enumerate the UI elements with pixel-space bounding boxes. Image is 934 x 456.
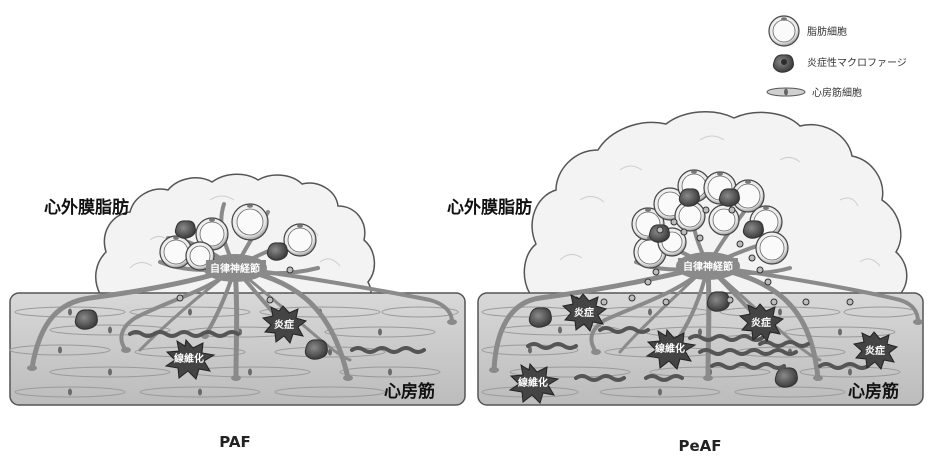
peaf-inflammation-burst-center: 炎症 <box>738 303 785 342</box>
peaf-inflammation-burst-left: 炎症 <box>561 293 608 332</box>
peaf-muscle-label: 心房筋 <box>848 381 899 402</box>
peaf-fat-label: 心外膜脂肪 <box>447 197 532 218</box>
legend-macrophage-label: 炎症性マクロファージ <box>807 56 907 69</box>
peaf-ganglion-label: 自律神経節 <box>683 260 733 273</box>
paf-inflammation-burst: 炎症 <box>261 305 308 344</box>
peaf-fibrosis-label-2: 線維化 <box>518 376 548 389</box>
macrophage-legend-icon <box>772 54 794 73</box>
peaf-inflammation-label-1: 炎症 <box>574 306 594 319</box>
peaf-inflammation-label-2: 炎症 <box>751 316 771 329</box>
paf-panel: 炎症 線維化 心外膜脂肪 自律神経節 心房筋 PAF <box>9 173 466 451</box>
paf-inflammation-label: 炎症 <box>274 318 294 331</box>
cardiomyocyte-legend-icon <box>766 87 806 97</box>
paf-fibrosis-label: 線維化 <box>174 352 204 365</box>
peaf-inflammation-label-3: 炎症 <box>865 344 885 357</box>
peaf-inflammation-burst-right: 炎症 <box>852 331 899 370</box>
paf-adipocytes <box>159 203 317 271</box>
paf-fat-label: 心外膜脂肪 <box>44 197 129 218</box>
legend-adipocyte-label: 脂肪細胞 <box>807 25 847 38</box>
paf-macrophages <box>74 220 328 360</box>
adipocyte-legend-icon <box>768 15 800 47</box>
peaf-panel: 炎症 炎症 炎症 線維化 線維化 心外膜脂肪 自律神経節 心房筋 PeAF <box>447 111 924 455</box>
peaf-caption: PeAF <box>678 437 721 455</box>
paf-ganglion-label: 自律神経節 <box>210 262 260 275</box>
peaf-fibrosis-burst-left: 線維化 <box>508 362 560 404</box>
paf-muscle-label: 心房筋 <box>384 381 435 402</box>
peaf-fibrosis-label-1: 線維化 <box>655 342 685 355</box>
paf-caption: PAF <box>219 433 250 451</box>
legend: 脂肪細胞 炎症性マクロファージ 心房筋細胞 <box>766 15 907 99</box>
peaf-fibrosis-strands <box>526 326 870 382</box>
paf-fibrosis-strands <box>128 330 426 354</box>
legend-cardiomyocyte-label: 心房筋細胞 <box>812 86 862 99</box>
paf-fibrosis-burst: 線維化 <box>164 338 216 380</box>
peaf-macrophages <box>528 188 798 388</box>
peaf-fibrosis-burst-center: 線維化 <box>645 328 697 370</box>
